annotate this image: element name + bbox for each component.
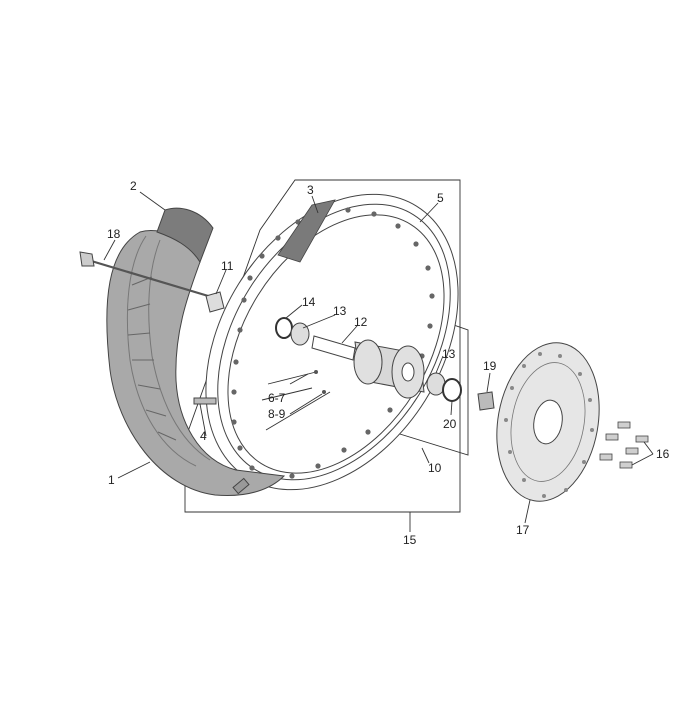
axle	[79, 251, 216, 300]
seal-right	[442, 378, 462, 402]
callout-17: 17	[516, 523, 530, 537]
callout-19: 19	[483, 359, 497, 373]
callout-16: 16	[656, 447, 670, 461]
spacer	[205, 291, 225, 313]
callout-6-7: 6-7	[268, 391, 286, 405]
disc-spacer	[477, 391, 495, 411]
brake-disc	[496, 342, 600, 502]
callout-14: 14	[302, 295, 316, 309]
callout-15: 15	[403, 533, 417, 547]
rim-spoke-holes	[231, 207, 435, 481]
inner-tube	[156, 207, 214, 264]
callout-10: 10	[428, 461, 442, 475]
callout-8-9: 8-9	[268, 407, 286, 421]
leader-lines	[103, 191, 654, 532]
callout-20: 20	[443, 417, 457, 431]
callout-labels: 1 2 3 4 5 6-7 8-9 10 11 12 13 13 14 15 1…	[107, 179, 670, 547]
rim-strip	[277, 199, 336, 263]
spoke-parts	[261, 370, 331, 431]
wheel-hub	[353, 339, 425, 399]
disc-bolts	[599, 421, 649, 469]
callout-5: 5	[437, 191, 444, 205]
callout-3: 3	[307, 183, 314, 197]
bearing-left	[290, 322, 310, 346]
callout-18: 18	[107, 227, 121, 241]
assembly-frame-15	[184, 179, 461, 513]
callout-4: 4	[200, 429, 207, 443]
spacer-tube	[311, 335, 356, 361]
valve-part	[193, 397, 250, 495]
callout-1: 1	[108, 473, 115, 487]
callout-2: 2	[130, 179, 137, 193]
callout-13-left: 13	[333, 304, 347, 318]
callout-11: 11	[221, 259, 234, 273]
tire	[106, 230, 286, 497]
callout-12: 12	[354, 315, 368, 329]
callout-13-right: 13	[442, 347, 456, 361]
seal-ring	[275, 317, 293, 339]
